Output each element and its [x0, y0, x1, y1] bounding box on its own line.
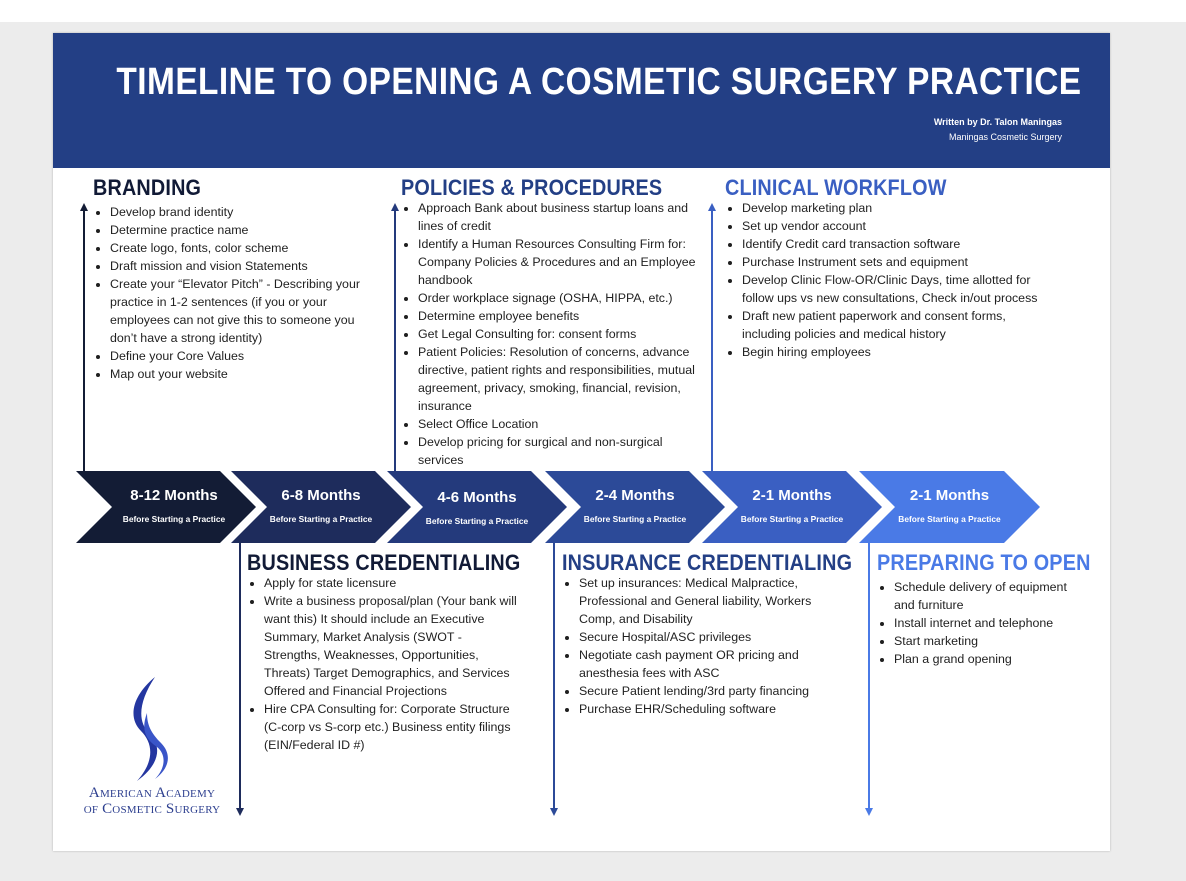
list-item: Approach Bank about business startup loa…	[418, 199, 711, 235]
insurance-list: Set up insurances: Medical Malpractice, …	[562, 574, 834, 718]
browser-top-strip	[0, 0, 1186, 22]
list-item: Get Legal Consulting for: consent forms	[418, 325, 711, 343]
clinical-connector-line	[711, 211, 713, 473]
list-item: Plan a grand opening	[894, 650, 1087, 668]
page-title: TIMELINE TO OPENING A COSMETIC SURGERY P…	[116, 61, 1082, 103]
clinical-title: CLINICAL WORKFLOW	[725, 175, 947, 200]
list-item: Draft new patient paperwork and consent …	[742, 307, 1055, 343]
stage-period: 2-1 Months	[909, 487, 990, 504]
list-item: Determine practice name	[110, 221, 363, 239]
list-item: Begin hiring employees	[742, 343, 1055, 361]
list-item: Identify a Human Resources Consulting Fi…	[418, 235, 711, 289]
branding-connector-line	[83, 211, 85, 473]
stage-note: Before Starting a Practice	[269, 514, 373, 524]
policies-connector-line	[394, 211, 396, 473]
aacs-logo: American Academy of Cosmetic Surgery	[67, 673, 237, 823]
list-item: Determine employee benefits	[418, 307, 711, 325]
business-arrow-icon	[236, 808, 244, 816]
stage-note: Before Starting a Practice	[740, 514, 844, 524]
list-item: Set up insurances: Medical Malpractice, …	[579, 574, 834, 628]
list-item: Secure Patient lending/3rd party financi…	[579, 682, 834, 700]
insurance-section: INSURANCE CREDENTIALING Set up insurance…	[562, 550, 853, 718]
list-item: Install internet and telephone	[894, 614, 1087, 632]
stage-period: 6-8 Months	[281, 487, 361, 504]
timeline-stage-4: 2-4 Months Before Starting a Practice	[545, 471, 725, 543]
list-item: Patient Policies: Resolution of concerns…	[418, 343, 711, 415]
business-section: BUSINESS CREDENTIALING Apply for state l…	[247, 550, 521, 754]
business-list: Apply for state licensure Write a busine…	[247, 574, 519, 754]
chevron-shape	[231, 471, 411, 543]
author-credit: Written by Dr. Talon Maningas	[933, 117, 1062, 127]
list-item: Set up vendor account	[742, 217, 1055, 235]
policies-list: Approach Bank about business startup loa…	[401, 199, 711, 469]
list-item: Order workplace signage (OSHA, HIPPA, et…	[418, 289, 711, 307]
timeline-stage-3: 4-6 Months Before Starting a Practice	[387, 471, 567, 543]
stage-period: 8-12 Months	[130, 487, 218, 504]
timeline-stage-6: 2-1 Months Before Starting a Practice	[859, 471, 1040, 543]
list-item: Develop brand identity	[110, 203, 363, 221]
aacs-emblem-icon	[133, 677, 168, 781]
chevron-shape	[545, 471, 725, 543]
list-item: Develop Clinic Flow-OR/Clinic Days, time…	[742, 271, 1055, 307]
business-title: BUSINESS CREDENTIALING	[247, 550, 521, 575]
stage-period: 2-4 Months	[595, 487, 675, 504]
clinical-arrow-icon	[708, 203, 716, 211]
header-banner: TIMELINE TO OPENING A COSMETIC SURGERY P…	[53, 33, 1110, 168]
list-item: Purchase Instrument sets and equipment	[742, 253, 1055, 271]
list-item: Write a business proposal/plan (Your ban…	[264, 592, 519, 700]
preparing-section: PREPARING TO OPEN Schedule delivery of e…	[877, 550, 1091, 668]
chevron-shape	[702, 471, 882, 543]
timeline-stage-1: 8-12 Months Before Starting a Practice	[76, 471, 256, 543]
list-item: Purchase EHR/Scheduling software	[579, 700, 834, 718]
list-item: Develop pricing for surgical and non-sur…	[418, 433, 711, 469]
list-item: Develop marketing plan	[742, 199, 1055, 217]
branding-arrow-icon	[80, 203, 88, 211]
logo-line-2: of Cosmetic Surgery	[83, 801, 221, 817]
list-item: Hire CPA Consulting for: Corporate Struc…	[264, 700, 519, 754]
insurance-connector-line	[553, 543, 555, 809]
infographic-page: TIMELINE TO OPENING A COSMETIC SURGERY P…	[53, 33, 1110, 851]
list-item: Schedule delivery of equipment and furni…	[894, 578, 1087, 614]
logo-line-1: American Academy	[88, 785, 216, 801]
stage-note: Before Starting a Practice	[122, 514, 226, 524]
stage-note: Before Starting a Practice	[425, 516, 529, 526]
branding-title: BRANDING	[93, 175, 202, 200]
insurance-arrow-icon	[550, 808, 558, 816]
list-item: Draft mission and vision Statements	[110, 257, 363, 275]
list-item: Create your “Elevator Pitch” - Describin…	[110, 275, 363, 347]
list-item: Identify Credit card transaction softwar…	[742, 235, 1055, 253]
branding-section: BRANDING Develop brand identity Determin…	[93, 175, 363, 383]
list-item: Negotiate cash payment OR pricing and an…	[579, 646, 834, 682]
list-item: Map out your website	[110, 365, 363, 383]
clinical-section: CLINICAL WORKFLOW Develop marketing plan…	[725, 175, 1055, 361]
stage-note: Before Starting a Practice	[898, 514, 1001, 524]
clinical-list: Develop marketing plan Set up vendor acc…	[725, 199, 1055, 361]
list-item: Secure Hospital/ASC privileges	[579, 628, 834, 646]
stage-period: 2-1 Months	[752, 487, 832, 504]
preparing-title: PREPARING TO OPEN	[877, 550, 1091, 575]
list-item: Apply for state licensure	[264, 574, 519, 592]
preparing-connector-line	[868, 543, 870, 809]
policies-section: POLICIES & PROCEDURES Approach Bank abou…	[401, 175, 711, 469]
chevron-shape	[859, 471, 1040, 543]
list-item: Create logo, fonts, color scheme	[110, 239, 363, 257]
policies-arrow-icon	[391, 203, 399, 211]
insurance-title: INSURANCE CREDENTIALING	[562, 550, 853, 575]
chevron-shape	[76, 471, 256, 543]
stage-note: Before Starting a Practice	[583, 514, 687, 524]
list-item: Define your Core Values	[110, 347, 363, 365]
timeline-stage-2: 6-8 Months Before Starting a Practice	[231, 471, 411, 543]
list-item: Start marketing	[894, 632, 1087, 650]
preparing-list: Schedule delivery of equipment and furni…	[877, 578, 1087, 668]
timeline-stage-5: 2-1 Months Before Starting a Practice	[702, 471, 882, 543]
policies-title: POLICIES & PROCEDURES	[401, 175, 663, 200]
preparing-arrow-icon	[865, 808, 873, 816]
branding-list: Develop brand identity Determine practic…	[93, 203, 363, 383]
organization-credit: Maningas Cosmetic Surgery	[948, 132, 1062, 142]
stage-period: 4-6 Months	[437, 489, 517, 506]
list-item: Select Office Location	[418, 415, 711, 433]
chevron-shape	[387, 471, 567, 543]
business-connector-line	[239, 543, 241, 809]
